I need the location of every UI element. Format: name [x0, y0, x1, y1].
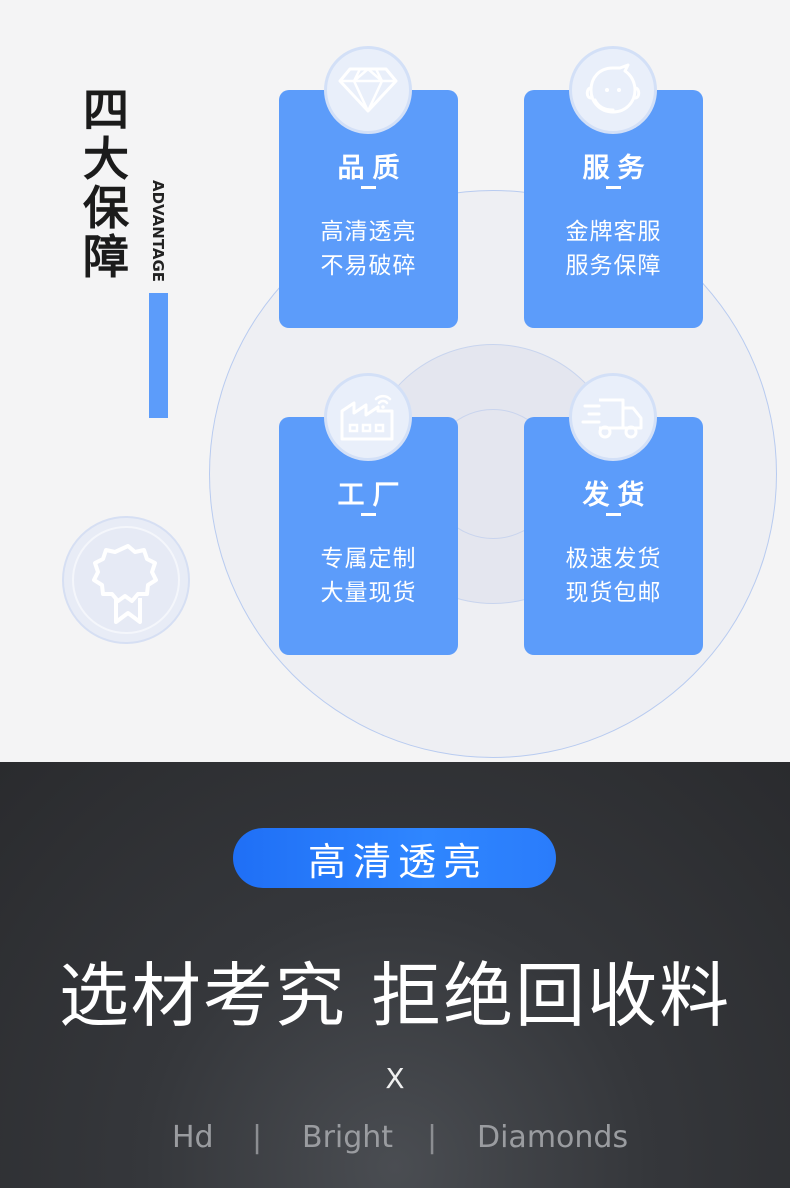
card-title: 服务	[582, 153, 653, 184]
tag-separator: |	[427, 1120, 438, 1155]
card-divider	[606, 186, 621, 189]
section-title: 四 大 保 障	[78, 86, 134, 282]
card-line: 大量现货	[320, 580, 417, 606]
delivery-truck-icon	[581, 398, 643, 439]
advantage-section: 四 大 保 障 ADVANTAGE 品质 高清透亮 不易破碎	[62, 46, 777, 758]
card-divider	[361, 186, 376, 189]
medal-icon	[92, 544, 158, 624]
feature-banner: 高清透亮 选材考究 拒绝回收料 X Hd | Bright | Diamonds	[0, 762, 790, 1188]
card-service: 服务 金牌客服 服务保障	[524, 46, 703, 328]
customer-service-icon	[585, 63, 641, 114]
card-delivery: 发货 极速发货 现货包邮	[524, 373, 703, 655]
factory-icon	[340, 394, 394, 441]
card-icon-circle	[569, 46, 657, 134]
feature-pill: 高清透亮	[233, 828, 556, 888]
card-line: 服务保障	[565, 253, 662, 279]
card-line: 现货包邮	[565, 580, 662, 606]
feature-tags: Hd | Bright | Diamonds	[0, 1120, 790, 1160]
card-divider	[361, 513, 376, 516]
card-icon-circle	[324, 46, 412, 134]
card-line: 极速发货	[565, 546, 662, 572]
card-line: 不易破碎	[320, 253, 417, 279]
card-title: 工厂	[337, 480, 408, 511]
section-title-char: 四	[83, 83, 129, 137]
card-line: 专属定制	[320, 546, 417, 572]
card-icon-circle	[324, 373, 412, 461]
banner-headline: 选材考究 拒绝回收料	[58, 955, 732, 1037]
section-title-char: 保	[83, 181, 129, 235]
card-line: 高清透亮	[320, 219, 417, 245]
card-title: 发货	[582, 480, 653, 511]
section-title-char: 大	[83, 132, 129, 186]
card-quality: 品质 高清透亮 不易破碎	[279, 46, 458, 328]
tag-separator: |	[252, 1120, 263, 1155]
accent-bar	[149, 293, 168, 418]
card-title: 品质	[337, 153, 408, 184]
x-mark: X	[385, 1062, 405, 1095]
card-divider	[606, 513, 621, 516]
tag-hd: Hd	[172, 1120, 214, 1155]
diamond-icon	[338, 67, 398, 113]
card-icon-circle	[569, 373, 657, 461]
card-factory: 工厂 专属定制 大量现货	[279, 373, 458, 655]
tag-bright: Bright	[302, 1120, 394, 1155]
medal-decoration	[62, 516, 190, 644]
card-line: 金牌客服	[565, 219, 662, 245]
tag-diamonds: Diamonds	[477, 1120, 629, 1155]
section-title-char: 障	[83, 230, 129, 284]
section-subtitle: ADVANTAGE	[149, 179, 167, 283]
